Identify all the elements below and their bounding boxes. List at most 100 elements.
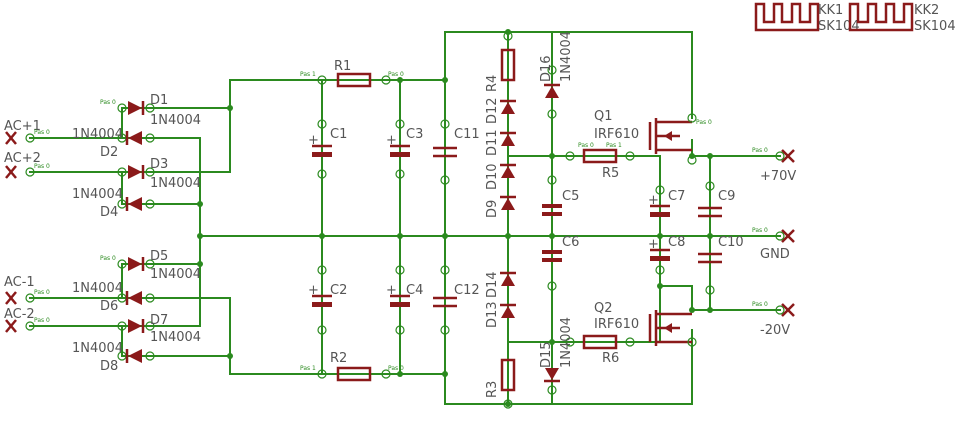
- capacitor-c5[interactable]: C5: [542, 175, 579, 216]
- diode-d2[interactable]: 1N4004 D2: [72, 127, 155, 160]
- r1-pad-label: Pas 1: [300, 71, 316, 78]
- d5-type: 1N4004: [150, 267, 201, 282]
- d1-type: 1N4004: [150, 113, 201, 128]
- capacitor-c2[interactable]: + C2: [308, 265, 347, 335]
- d3-type: 1N4004: [150, 176, 201, 191]
- zener-diode-stack-upper[interactable]: D12 D11 D10 D9: [485, 97, 516, 218]
- resistor-r3[interactable]: R3: [485, 358, 516, 409]
- d14-label: D14: [485, 271, 500, 298]
- capacitor-c9[interactable]: C9: [698, 181, 735, 218]
- zener-diode-stack-lower[interactable]: D14 D13: [485, 271, 516, 328]
- d7-label: D7: [150, 313, 168, 328]
- d9-label: D9: [485, 200, 500, 218]
- pad-label: Pas 0: [752, 147, 768, 154]
- ac-minus-2-label: AC-2: [4, 307, 35, 322]
- out-plus-70v-label: +70V: [760, 169, 796, 184]
- r5-label: R5: [602, 166, 619, 181]
- r2-label: R2: [330, 351, 347, 366]
- d10-label: D10: [485, 163, 500, 190]
- pad-label: Pas 0: [100, 255, 116, 262]
- capacitor-c12[interactable]: C12: [433, 265, 480, 335]
- terminal-out-minus-20v[interactable]: -20V: [760, 303, 795, 338]
- terminal-ac-plus-1[interactable]: AC+1: [4, 119, 41, 145]
- pad-label: Pas 0: [696, 119, 712, 126]
- svg-text:+: +: [308, 283, 319, 298]
- ac-plus-2-label: AC+2: [4, 151, 41, 166]
- c7-label: C7: [668, 189, 685, 204]
- c6-label: C6: [562, 235, 579, 250]
- r1-label: R1: [334, 59, 351, 74]
- c9-label: C9: [718, 189, 735, 204]
- pad-label: Pas 0: [752, 301, 768, 308]
- d3-label: D3: [150, 157, 168, 172]
- kk1-label: KK1: [818, 3, 843, 18]
- q1-label: Q1: [594, 109, 613, 124]
- diode-d4[interactable]: 1N4004 D4: [72, 187, 155, 220]
- q2-type: IRF610: [594, 317, 639, 332]
- r6-label: R6: [602, 351, 619, 366]
- heatsink-kk2[interactable]: KK2 SK104: [848, 2, 956, 34]
- diode-d16[interactable]: D16 1N4004: [539, 31, 574, 119]
- capacitor-c4[interactable]: + C4: [386, 265, 423, 335]
- ac-plus-1-label: AC+1: [4, 119, 41, 134]
- c11-label: C11: [454, 127, 480, 142]
- terminal-out-gnd[interactable]: GND: [760, 229, 795, 262]
- d16-type: 1N4004: [559, 31, 574, 82]
- diode-d5[interactable]: D5 1N4004: [117, 249, 201, 282]
- capacitor-c11[interactable]: C11: [433, 119, 480, 185]
- c8-label: C8: [668, 235, 685, 250]
- d11-label: D11: [485, 129, 500, 156]
- svg-text:+: +: [648, 193, 659, 208]
- diode-d8[interactable]: 1N4004 D8: [72, 341, 155, 374]
- terminal-ac-plus-2[interactable]: AC+2: [4, 151, 41, 179]
- kk2-label: KK2: [914, 3, 939, 18]
- capacitor-c7[interactable]: + C7: [648, 185, 685, 217]
- r5-pad0-label: Pas 0: [578, 142, 594, 149]
- svg-text:+: +: [648, 237, 659, 252]
- out-gnd-label: GND: [760, 247, 790, 262]
- heatsink-kk1[interactable]: KK1 SK104: [754, 2, 860, 34]
- diode-d15[interactable]: D15 1N4004: [539, 317, 574, 395]
- pad-label: Pas 0: [34, 289, 50, 296]
- capacitor-c3[interactable]: + C3: [386, 119, 423, 179]
- kk2-type: SK104: [914, 19, 956, 34]
- diode-d6[interactable]: 1N4004 D6: [72, 281, 155, 314]
- mosfet-q1[interactable]: Q1 IRF610: [594, 109, 697, 165]
- d15-type: 1N4004: [559, 317, 574, 368]
- svg-text:+: +: [308, 133, 319, 148]
- d2-label: D2: [100, 145, 118, 160]
- d5-label: D5: [150, 249, 168, 264]
- diode-d3[interactable]: D3 1N4004: [117, 157, 201, 191]
- pad-labels: Pas 0 Pas 0 Pas 0 Pas 0 Pas 0 Pas 0 Pas …: [34, 71, 768, 372]
- capacitor-c1[interactable]: + C1: [308, 119, 347, 179]
- resistor-r1[interactable]: Pas 1 R1: [300, 59, 391, 88]
- r3-label: R3: [485, 381, 500, 398]
- terminal-ac-minus-1[interactable]: AC-1: [4, 275, 35, 305]
- diode-d7[interactable]: D7 1N4004: [117, 313, 201, 345]
- pad-label: Pas 0: [34, 129, 50, 136]
- d4-type: 1N4004: [72, 187, 123, 202]
- resistor-r4[interactable]: R4: [485, 31, 516, 92]
- pad-label: Pas 0: [388, 365, 404, 372]
- diode-d1[interactable]: D1 1N4004: [117, 93, 201, 128]
- d7-type: 1N4004: [150, 330, 201, 345]
- pad-label: Pas 0: [100, 99, 116, 106]
- capacitor-c10[interactable]: C10: [698, 235, 744, 295]
- mosfet-q2[interactable]: Q2 IRF610: [594, 301, 697, 347]
- resistor-r6[interactable]: R6: [565, 334, 635, 366]
- d2-type: 1N4004: [72, 127, 123, 142]
- pad-label: Pas 0: [752, 227, 768, 234]
- d12-label: D12: [485, 97, 500, 124]
- c1-label: C1: [330, 127, 347, 142]
- c12-label: C12: [454, 283, 480, 298]
- terminal-out-plus-70v[interactable]: +70V: [760, 149, 796, 184]
- pad-label: Pas 0: [34, 163, 50, 170]
- terminal-ac-minus-2[interactable]: AC-2: [4, 307, 35, 333]
- capacitor-c8[interactable]: + C8: [648, 235, 685, 275]
- resistor-r5[interactable]: Pas 0 Pas 1 R5: [565, 142, 635, 181]
- capacitor-c6[interactable]: C6: [542, 235, 579, 291]
- d1-label: D1: [150, 93, 168, 108]
- out-minus-20v-label: -20V: [760, 323, 790, 338]
- c3-label: C3: [406, 127, 423, 142]
- resistor-r2[interactable]: Pas 1 R2: [300, 351, 391, 382]
